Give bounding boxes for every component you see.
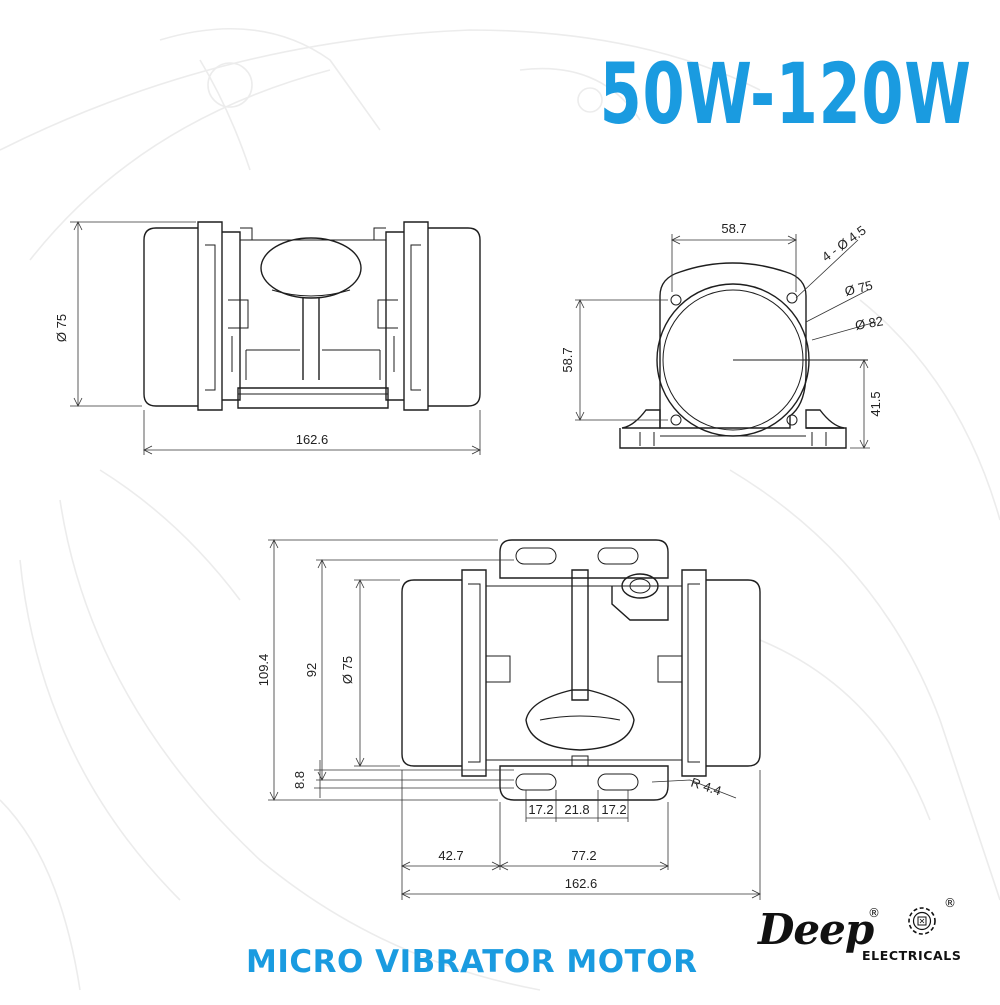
- end-center-height-label: 41.5: [868, 391, 883, 416]
- end-height-label: 58.7: [560, 347, 575, 372]
- end-width-label: 58.7: [721, 221, 746, 236]
- product-title: MICRO VIBRATOR MOTOR: [246, 944, 698, 980]
- top-slot-b-label: 17.2: [601, 802, 626, 817]
- top-length-label: 162.6: [565, 876, 598, 891]
- top-view: [268, 539, 761, 900]
- side-view: [70, 221, 481, 455]
- top-overall-width-label: 109.4: [256, 654, 271, 687]
- top-diameter-label: Ø 75: [340, 656, 355, 684]
- end-inner-diameter-label: Ø 75: [843, 278, 874, 299]
- side-diameter-label: Ø 75: [54, 314, 69, 342]
- emblem-registered-mark: ®: [944, 896, 956, 910]
- brand-logo-text: Deep: [758, 905, 874, 954]
- top-radius-label: R 4.4: [689, 775, 723, 799]
- background-sketch: [0, 27, 1000, 991]
- top-hole-spacing-label: 92: [304, 663, 319, 677]
- top-base-length-label: 77.2: [571, 848, 596, 863]
- end-view: [575, 234, 877, 449]
- brand-registered-mark: ®: [868, 906, 880, 920]
- top-offset-left-label: 42.7: [438, 848, 463, 863]
- top-slot-gap-label: 21.8: [564, 802, 589, 817]
- top-slot-a-label: 17.2: [528, 802, 553, 817]
- power-range-heading: 50W-120W: [600, 45, 972, 143]
- top-foot-offset-label: 8.8: [292, 771, 307, 789]
- side-length-label: 162.6: [296, 432, 329, 447]
- end-holes-label: 4 - Ø 4.5: [819, 223, 869, 265]
- end-outer-diameter-label: Ø 82: [854, 313, 884, 333]
- gear-emblem-icon: [908, 907, 936, 935]
- brand-subtitle: ELECTRICALS: [862, 948, 962, 963]
